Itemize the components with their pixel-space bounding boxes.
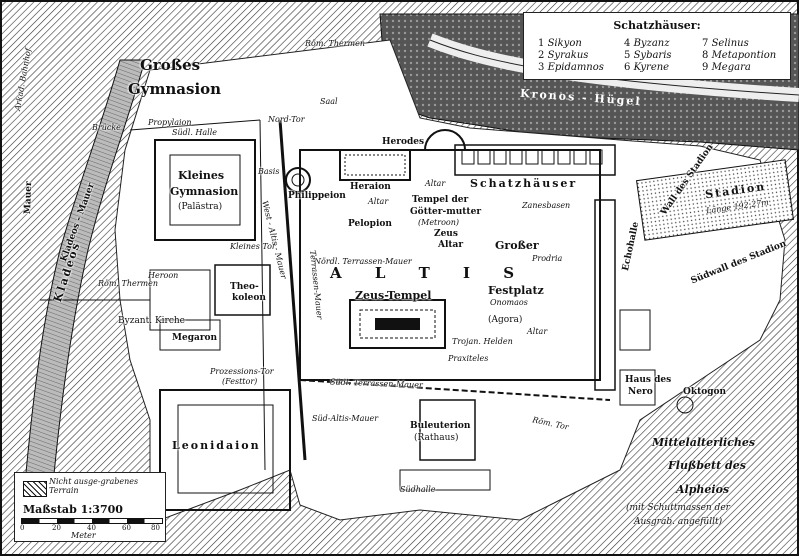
label-roem-thermen: Röm. Thermen	[305, 39, 366, 48]
label-heroon: Heroon	[148, 271, 179, 280]
leonidaion	[159, 389, 291, 511]
label-theokoleon: koleon	[232, 293, 266, 303]
treasury-item: 7 Selinus	[702, 38, 749, 49]
label-haus-des-nero: Haus des	[625, 375, 672, 385]
label-trojan-helden: Trojan. Helden	[452, 337, 513, 346]
label-praxiteles: Praxiteles	[448, 354, 489, 363]
zeus-temple	[349, 299, 446, 349]
label-flussbett: Flußbett des	[668, 459, 746, 472]
label-altar: Altar	[425, 179, 446, 188]
label-grosses-gymnasion: Gymnasion	[128, 80, 222, 98]
treasury-item: 9 Megara	[702, 62, 751, 73]
scale-tick: 60	[122, 524, 131, 532]
label-noerdl-terrassen-mauer: Nördl. Terrassen-Mauer	[314, 257, 412, 266]
label-onomaos: Onomaos	[490, 298, 528, 307]
treasury-item: 8 Metapontion	[702, 50, 777, 61]
label-byzant-kirche: Byzant. Kirche	[118, 316, 186, 326]
scale-tick: 20	[52, 524, 61, 532]
label-haus-des-nero: Nero	[628, 387, 653, 397]
label-alpheios: Alpheios	[676, 483, 730, 496]
scale-tick: 0	[20, 524, 25, 532]
label-schuttmassen: (mit Schuttmassen der	[626, 503, 730, 513]
treasury-item: 4 Byzanz	[624, 38, 670, 49]
treasury-legend: Schatzhäuser: 1 Sikyon 2 Syrakus 3 Epida…	[523, 12, 791, 80]
label-altar: Altar	[368, 197, 389, 206]
label-philippeion: Philippeion	[288, 191, 346, 201]
label-zeus-altar: Altar	[438, 240, 464, 250]
label-kleines-gymnasion: Kleines	[178, 169, 225, 182]
treasury-item: 2 Syrakus	[538, 50, 589, 61]
label-kleines-gymnasion: Gymnasion	[170, 185, 239, 198]
treasury-item: 6 Kyrene	[624, 62, 670, 73]
scale-legend: Nicht ausge-grabenes Terrain Maßstab 1:3…	[14, 472, 166, 542]
scale-unit: Meter	[71, 531, 96, 540]
label-leonidaion: Leonidaion	[172, 439, 261, 452]
label-festtor: (Festtor)	[222, 377, 258, 386]
label-prozessions-tor: Prozessions-Tor	[210, 367, 274, 376]
label-prodria: Prodria	[532, 254, 563, 263]
label-rathaus: (Rathaus)	[414, 433, 459, 443]
label-festplatz: Festplatz	[488, 284, 544, 297]
label-nord-tor: Nord-Tor	[268, 115, 305, 124]
label-schuttmassen: Ausgrab. angefüllt)	[634, 517, 723, 527]
treasury-legend-title: Schatzhäuser:	[613, 19, 701, 32]
label-zeus-tempel: Zeus-Tempel	[355, 289, 432, 302]
label-bruecke: Brücke	[92, 123, 121, 132]
label-grosses-gymnasion: Großes	[140, 56, 201, 74]
scale-bar	[21, 518, 163, 524]
unexcavated-swatch	[23, 481, 47, 497]
label-kleines-tor: Kleines Tor	[230, 242, 276, 251]
label-agora: (Agora)	[488, 315, 523, 325]
kladeos-river	[19, 59, 146, 541]
label-suedhalle: Südhalle	[400, 485, 436, 494]
label-propylaion: Propylaion	[148, 118, 192, 127]
label-tempel-goettermutter: Tempel der	[412, 195, 469, 205]
label-grosser: Großer	[495, 239, 539, 252]
label-altar: Altar	[527, 327, 548, 336]
scale-title: Maßstab 1:3700	[23, 503, 123, 516]
stadion	[635, 159, 795, 241]
treasury-item: 1 Sikyon	[538, 38, 582, 49]
label-suedl-halle: Südl. Halle	[172, 128, 217, 137]
label-flussbett: Mittelalterliches	[652, 436, 756, 449]
label-roem-thermen: Röm. Thermen	[98, 279, 159, 288]
label-palaestra: (Palästra)	[178, 202, 223, 212]
buleuterion	[419, 399, 476, 461]
palaestra	[154, 139, 256, 241]
treasury-item: 5 Sybaris	[624, 50, 672, 61]
altis-enclosure	[299, 149, 601, 381]
treasury-item: 3 Epidamnos	[538, 62, 604, 73]
label-herodes: Herodes	[382, 137, 425, 147]
label-buleuterion: Buleuterion	[410, 421, 471, 431]
label-oktogon: Oktogon	[683, 387, 727, 397]
label-zanesbasen: Zanesbasen	[522, 201, 571, 210]
label-mauer: Mauer	[23, 181, 35, 215]
label-basis: Basis	[258, 167, 280, 176]
label-zeus-altar: Zeus	[434, 229, 458, 239]
label-theokoleon: Theo-	[230, 282, 259, 292]
scale-tick: 40	[87, 524, 96, 532]
label-megaron: Megaron	[172, 333, 218, 343]
label-tempel-goettermutter: Götter-mutter	[410, 207, 482, 217]
label-metroon: (Metroon)	[418, 218, 459, 227]
scale-tick: 80	[151, 524, 160, 532]
label-pelopion: Pelopion	[348, 219, 392, 229]
label-sued-altis-mauer: Süd-Altis-Mauer	[312, 414, 379, 423]
label-schatzhaeuser: Schatzhäuser	[470, 177, 578, 190]
label-saal: Saal	[320, 97, 338, 106]
label-heraion: Heraion	[350, 182, 391, 192]
label-altis: A L T I S	[330, 264, 529, 282]
unexcavated-label: Nicht ausge-grabenes Terrain	[49, 477, 139, 495]
